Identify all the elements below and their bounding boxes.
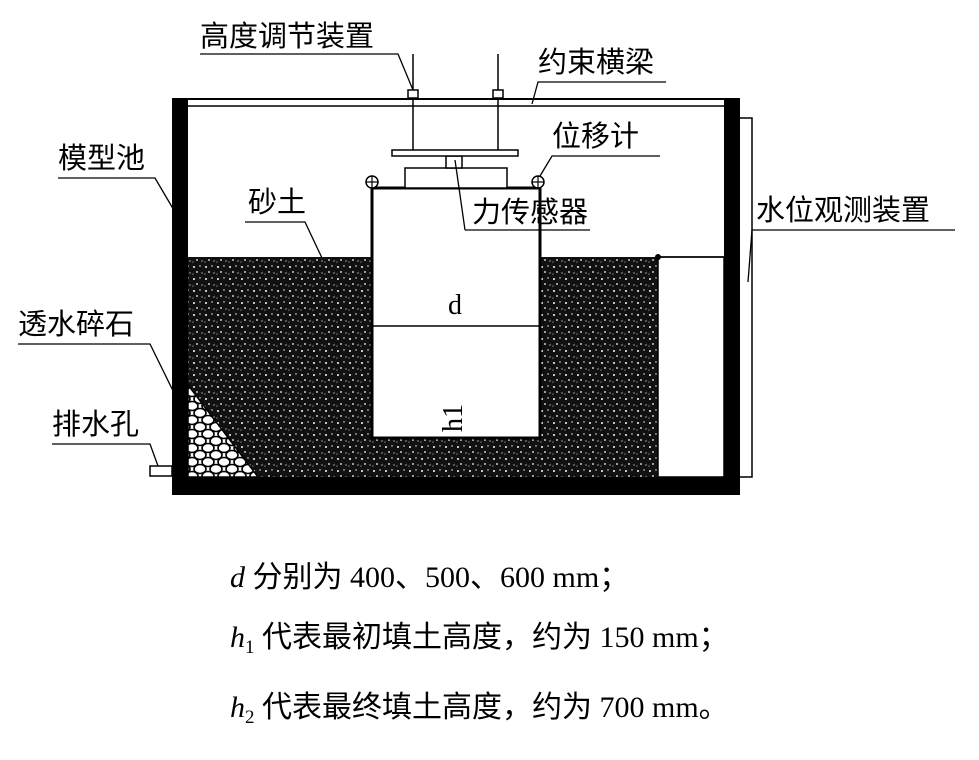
note-var: h — [230, 691, 245, 724]
label-restraint-beam: 约束横梁 — [538, 45, 654, 79]
label-water-level-device: 水位观测装置 — [756, 193, 930, 227]
loading-plate — [391, 149, 519, 157]
note-line-d: d 分别为 400、500、600 mm； — [230, 548, 729, 608]
tank-floor — [172, 477, 740, 495]
note-line-h1: h1 代表最初填土高度，约为 150 mm； — [230, 608, 729, 678]
label-height-adjuster: 高度调节装置 — [200, 19, 374, 53]
label-force-sensor: 力传感器 — [472, 195, 588, 229]
tank-left-wall — [172, 98, 188, 495]
note-text: 代表最终填土高度，约为 700 mm。 — [262, 691, 729, 724]
note-line-h2: h2 代表最终填土高度，约为 700 mm。 — [230, 678, 729, 748]
label-d: d — [448, 290, 462, 321]
adjuster-nut-left — [407, 89, 419, 99]
note-sub: 2 — [245, 707, 255, 728]
note-text: 代表最初填土高度，约为 150 mm； — [262, 621, 729, 654]
note-text: 分别为 400、500、600 mm； — [252, 561, 630, 594]
label-drain-hole: 排水孔 — [52, 407, 139, 441]
permeable-gravel — [187, 382, 260, 478]
water-level-marker — [655, 254, 661, 260]
label-h1: h1 — [438, 404, 469, 432]
tank-right-wall — [724, 98, 740, 495]
water-level-tube — [657, 256, 725, 478]
drain-hole-pipe — [149, 465, 173, 477]
sensor-stem — [445, 155, 463, 169]
notes-block: d 分别为 400、500、600 mm； h1 代表最初填土高度，约为 150… — [230, 548, 729, 748]
label-displacement-meter: 位移计 — [552, 119, 639, 153]
adjuster-nut-right — [492, 89, 504, 99]
water-gauge-bracket — [740, 117, 753, 478]
displacement-meter-right — [531, 175, 545, 189]
leader-lines — [18, 53, 955, 467]
note-var: d — [230, 561, 245, 594]
note-sub: 1 — [245, 637, 255, 658]
label-sand: 砂土 — [248, 185, 306, 219]
label-model-pool: 模型池 — [58, 141, 145, 175]
test-setup-diagram: 高度调节装置 约束横梁 模型池 位移计 砂土 力传感器 水位观测装置 透水碎石 … — [18, 19, 955, 495]
sand-fill — [188, 257, 658, 477]
label-permeable-gravel: 透水碎石 — [18, 307, 134, 341]
displacement-meter-left — [365, 175, 379, 189]
note-var: h — [230, 621, 245, 654]
